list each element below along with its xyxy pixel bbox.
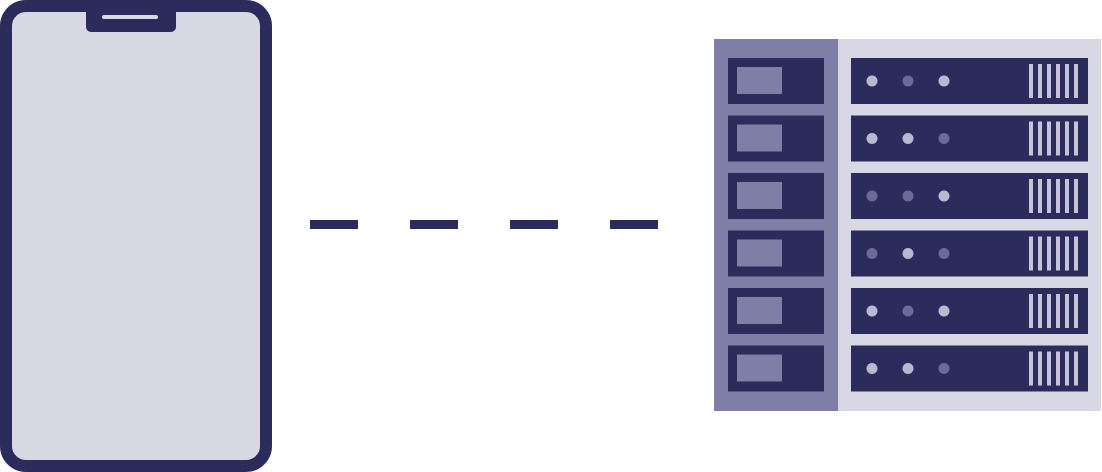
vent-slot-2 (1038, 236, 1042, 271)
vent-slot-5 (1065, 179, 1069, 213)
unit-tab-label-plate (737, 67, 782, 94)
dash-segment-3 (510, 220, 558, 229)
unit-tab-label-plate (737, 239, 782, 267)
status-led-1 (866, 248, 878, 259)
vent-slot-5 (1065, 64, 1069, 98)
vent-slot-6 (1074, 351, 1078, 386)
status-led-3 (938, 363, 950, 374)
status-led-1 (866, 305, 878, 317)
phone-body (0, 0, 272, 472)
vent-slot-5 (1065, 236, 1069, 271)
status-led-2 (902, 133, 914, 144)
status-led-3 (938, 305, 950, 317)
server-unit-1 (728, 58, 1088, 104)
status-led-1 (866, 190, 878, 202)
vent-slot-3 (1047, 236, 1051, 271)
vent-slot-2 (1038, 294, 1042, 328)
dash-segment-2 (410, 220, 458, 229)
vent-slot-5 (1065, 351, 1069, 386)
vent-slot-4 (1056, 179, 1060, 213)
status-led-2 (902, 305, 914, 317)
server-unit-6 (728, 345, 1088, 392)
unit-body (851, 345, 1088, 392)
dash-segment-4 (610, 220, 658, 229)
status-led-3 (938, 133, 950, 144)
vent-slot-6 (1074, 179, 1078, 213)
unit-tab-label-plate (737, 182, 782, 209)
vent-slot-4 (1056, 294, 1060, 328)
vent-slot-4 (1056, 351, 1060, 386)
vent-slot-4 (1056, 64, 1060, 98)
status-led-2 (902, 363, 914, 374)
vent-slot-2 (1038, 64, 1042, 98)
vent-slot-5 (1065, 121, 1069, 156)
vent-slot-6 (1074, 121, 1078, 156)
dashed-connection-line (310, 220, 658, 229)
vent-slot-3 (1047, 351, 1051, 386)
vent-slot-5 (1065, 294, 1069, 328)
dash-segment-1 (310, 220, 358, 229)
status-led-1 (866, 75, 878, 87)
vent-slot-1 (1029, 64, 1033, 98)
vent-slot-1 (1029, 121, 1033, 156)
vent-slot-1 (1029, 236, 1033, 271)
unit-body (851, 173, 1088, 219)
unit-body (851, 288, 1088, 334)
server-unit-3 (728, 173, 1088, 219)
status-led-1 (866, 133, 878, 144)
status-led-1 (866, 363, 878, 374)
server-rack-icon (714, 39, 1101, 411)
vent-slot-4 (1056, 121, 1060, 156)
unit-tab-label-plate (737, 297, 782, 324)
vent-slot-1 (1029, 179, 1033, 213)
unit-body (851, 230, 1088, 277)
status-led-2 (902, 190, 914, 202)
smartphone-icon (0, 0, 272, 472)
vent-slot-6 (1074, 294, 1078, 328)
vent-slot-6 (1074, 236, 1078, 271)
vent-slot-3 (1047, 64, 1051, 98)
unit-tab-label-plate (737, 354, 782, 382)
unit-body (851, 115, 1088, 162)
vent-slot-3 (1047, 179, 1051, 213)
vent-slot-1 (1029, 294, 1033, 328)
phone-speaker (102, 15, 158, 19)
vent-slot-3 (1047, 121, 1051, 156)
server-unit-4 (728, 230, 1088, 277)
vent-slot-3 (1047, 294, 1051, 328)
status-led-2 (902, 248, 914, 259)
server-unit-5 (728, 288, 1088, 334)
unit-tab-label-plate (737, 124, 782, 152)
vent-slot-1 (1029, 351, 1033, 386)
vent-slot-4 (1056, 236, 1060, 271)
unit-body (851, 58, 1088, 104)
status-led-3 (938, 75, 950, 87)
status-led-3 (938, 190, 950, 202)
status-led-3 (938, 248, 950, 259)
vent-slot-6 (1074, 64, 1078, 98)
vent-slot-2 (1038, 351, 1042, 386)
status-led-2 (902, 75, 914, 87)
vent-slot-2 (1038, 121, 1042, 156)
vent-slot-2 (1038, 179, 1042, 213)
server-unit-2 (728, 115, 1088, 162)
